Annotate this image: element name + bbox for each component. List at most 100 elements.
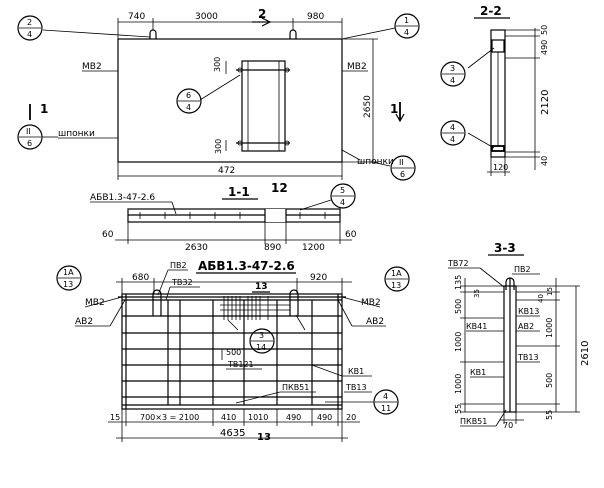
s33-dim-500: 500	[454, 299, 463, 314]
s33-dim-55-left: 55	[454, 404, 463, 414]
s33-dim-35: 35	[473, 289, 481, 298]
elev-dim-680: 680	[132, 273, 149, 283]
s33-dim-2610: 2610	[580, 341, 591, 366]
svg-text:14: 14	[256, 343, 266, 352]
svg-text:1А: 1А	[391, 269, 402, 278]
bar-label-tb13: ТВ13	[345, 383, 367, 392]
svg-text:13: 13	[63, 280, 73, 289]
loop-right	[289, 289, 299, 316]
svg-text:4: 4	[450, 135, 455, 144]
callout-3-14: 314	[249, 328, 275, 354]
svg-text:6: 6	[186, 91, 191, 100]
bar-label-av2-right: AB2	[366, 317, 384, 327]
section-2-2-title: 2-2	[480, 4, 502, 18]
elev-dim-920: 920	[310, 273, 327, 283]
svg-text:4: 4	[450, 123, 455, 132]
bar-label-tv32: ТВ32	[171, 278, 193, 287]
elev-dim-490-b: 490	[317, 413, 332, 422]
s33-label-tv72: ТВ72	[447, 259, 469, 268]
s33-dim-40: 40	[537, 294, 545, 303]
bar-label-av2-left: AB2	[75, 317, 93, 327]
s33-dim-55-right: 55	[545, 410, 554, 420]
s33-dim-1000-b: 1000	[454, 374, 463, 394]
svg-text:3: 3	[450, 64, 455, 73]
svg-text:11: 11	[381, 404, 391, 413]
elevation-outline	[121, 293, 343, 410]
svg-text:1А: 1А	[63, 268, 74, 277]
svg-text:4: 4	[27, 30, 32, 39]
s33-label-pkv51: ПКВ51	[460, 417, 487, 426]
callout-II-6-right: II 6	[390, 155, 416, 181]
section-1-1-mark: 12	[271, 181, 288, 195]
elev-dim-500: 500	[226, 348, 241, 357]
svg-text:4: 4	[383, 392, 388, 401]
section-2-2: 2-2 50 490 2120 40 120	[467, 4, 551, 176]
mark-13-bottom: 13	[257, 432, 271, 443]
dim-740: 740	[128, 12, 145, 22]
s11-dim-890: 890	[264, 243, 281, 253]
elev-dim-490-a: 490	[286, 413, 301, 422]
callout-3-4: 34	[440, 61, 466, 87]
vertical-bars	[125, 294, 339, 409]
section-2-2-body	[490, 29, 506, 158]
opening-cage	[220, 296, 306, 331]
elev-dim-410: 410	[221, 413, 236, 422]
callout-6-4: 64	[176, 88, 202, 114]
s22-dim-50: 50	[540, 25, 549, 35]
bar-label-kb1: КВ1	[348, 367, 364, 376]
bar-label-pkv51: ПКВ51	[282, 383, 309, 392]
svg-text:II: II	[399, 158, 404, 167]
bar-label-mv2-right: MB2	[361, 298, 381, 308]
bar-label-mv2-left: MB2	[85, 298, 105, 308]
elev-dim-1010: 1010	[248, 413, 268, 422]
loop-left	[152, 289, 162, 316]
callout-4-4: 44	[440, 120, 466, 146]
dim-300-bottom: 300	[214, 139, 223, 154]
s11-dim-1200: 1200	[302, 243, 325, 253]
s33-label-kv13: КВ13	[518, 307, 539, 316]
section-3-3-title: 3-3	[494, 241, 516, 255]
callout-II-6-left: II6	[17, 124, 43, 150]
s33-label-tb13: ТВ13	[517, 353, 539, 362]
elevation-label: АБВ1.3-47-2.6	[198, 259, 295, 273]
s22-dim-40: 40	[540, 156, 549, 166]
s11-dim-60-right: 60	[345, 230, 357, 240]
bar-label-tb121: ТВ121	[227, 360, 254, 369]
s22-dim-2120: 2120	[540, 90, 551, 115]
elev-dim-2100: 700×3 = 2100	[140, 413, 199, 422]
cut-mark-1-left: 1	[40, 102, 48, 116]
lifting-loop-left	[149, 29, 157, 39]
section-1-1: 1-1 12 АБВ1.3-47-2.6 60 2630 890 1200 60	[90, 181, 357, 253]
s33-label-av2: AB2	[518, 322, 534, 331]
s33-dim-70: 70	[503, 421, 513, 430]
dim-3000: 3000	[195, 12, 218, 22]
s22-dim-490: 490	[540, 40, 549, 55]
dim-2650: 2650	[363, 95, 373, 118]
svg-text:1: 1	[404, 16, 409, 25]
dim-472: 472	[218, 166, 235, 176]
lifting-loop-right	[289, 29, 297, 39]
svg-text:13: 13	[391, 281, 401, 290]
svg-text:5: 5	[340, 186, 345, 195]
bar-label-pv2: ПВ2	[170, 261, 187, 270]
opening	[241, 60, 286, 152]
shponki-left-label: шпонки	[58, 129, 95, 139]
s33-dim-135: 135	[454, 275, 463, 290]
s33-dim-500-right: 500	[545, 373, 554, 388]
mv2-right-label: MB2	[347, 62, 367, 72]
mark-13-top: 13	[255, 282, 268, 292]
svg-text:6: 6	[400, 170, 405, 179]
s33-dim-1000: 1000	[545, 318, 554, 338]
section-1-1-title: 1-1	[228, 185, 250, 199]
callout-1-4: 14	[394, 13, 420, 39]
svg-text:4: 4	[340, 198, 345, 207]
panel-top-view: 740 3000 980 2 300 300 2650 472 MB2 MB2	[29, 7, 405, 180]
elev-dim-4635: 4635	[220, 428, 245, 439]
s33-label-kb1: КВ1	[470, 368, 486, 377]
svg-text:4: 4	[450, 76, 455, 85]
elev-dim-20: 20	[346, 413, 356, 422]
dim-300-top: 300	[213, 57, 222, 72]
